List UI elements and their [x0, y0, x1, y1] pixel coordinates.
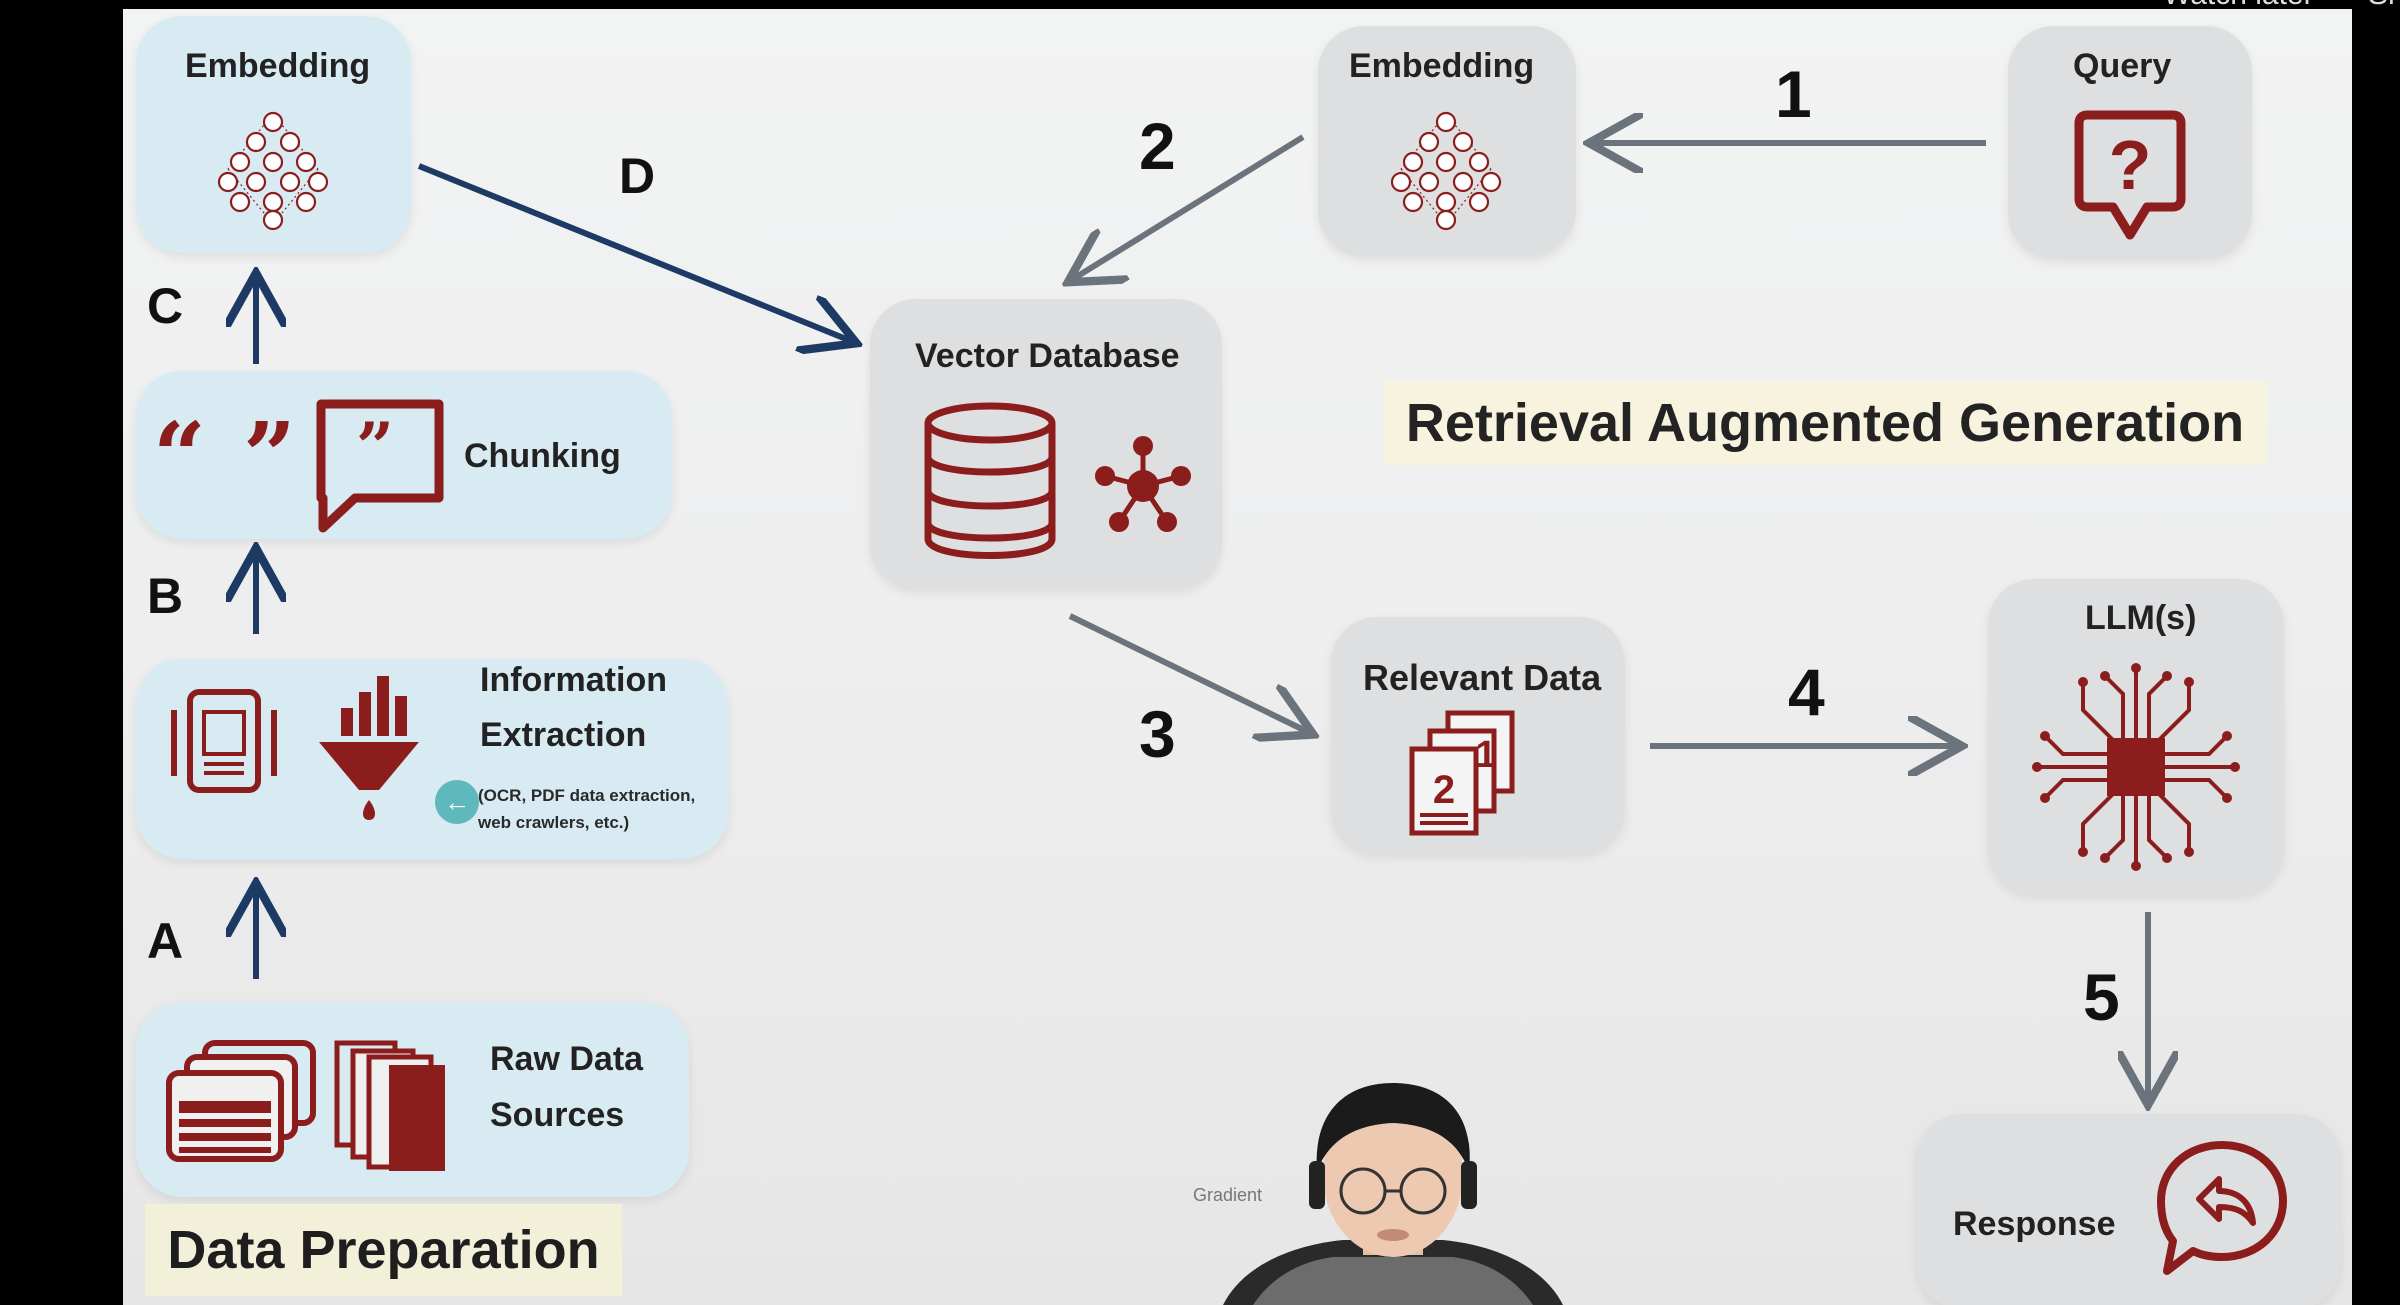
arrows-layer	[123, 9, 2352, 1305]
neural-net-icon-right	[1390, 111, 1502, 231]
share-button[interactable]: Sh	[2368, 0, 2400, 12]
question-bubble-icon: ?	[2074, 110, 2186, 240]
query-label: Query	[2073, 47, 2172, 85]
llms-label: LLM(s)	[2085, 599, 2197, 637]
database-icon	[924, 402, 1056, 559]
quote-bubble-icon: ”	[316, 399, 444, 533]
data-preparation-title: Data Preparation	[145, 1204, 622, 1296]
step-4: 4	[1788, 655, 1825, 729]
back-arrow-cursor-icon[interactable]: ←	[435, 780, 479, 824]
open-quote-icon: “	[153, 402, 206, 510]
step-1: 1	[1775, 57, 1812, 131]
watch-later-button[interactable]: Watch later	[2163, 0, 2314, 12]
arrow-3	[1068, 613, 1308, 732]
info-extraction-note: (OCR, PDF data extraction, web crawlers,…	[478, 782, 695, 836]
embedding-left-label: Embedding	[185, 47, 371, 85]
close-quote-icon: ”	[243, 402, 296, 510]
step-2: 2	[1139, 109, 1176, 183]
chunking-card	[136, 371, 672, 539]
scan-document-icon	[171, 689, 277, 793]
svg-text:”: ”	[356, 408, 394, 486]
response-card	[1916, 1114, 2341, 1305]
step-b: B	[147, 568, 184, 624]
query-card	[2008, 26, 2252, 259]
info-extraction-note-line2: web crawlers, etc.)	[478, 813, 630, 832]
slide: Embedding C “ ” ” Chunking B	[123, 9, 2352, 1305]
share-label: Sh	[2368, 0, 2400, 11]
vector-database-label: Vector Database	[915, 337, 1180, 375]
svg-text:2: 2	[1433, 768, 1455, 812]
vector-cluster-icon	[1095, 436, 1191, 532]
info-extraction-label-line1: Information	[480, 661, 667, 699]
channel-watermark: Gradient	[1193, 1185, 1263, 1205]
arrow-d	[417, 163, 851, 341]
step-c: C	[147, 278, 184, 334]
raw-sources-label-line1: Raw Data	[490, 1040, 644, 1078]
arrow-2	[1073, 134, 1305, 279]
numbered-docs-icon: 1 2	[1409, 710, 1515, 836]
relevant-data-label: Relevant Data	[1363, 657, 1602, 698]
watch-later-label: Watch later	[2163, 0, 2314, 11]
svg-text:1: 1	[1475, 734, 1496, 776]
reply-bubble-icon	[2157, 1141, 2287, 1275]
file-stack-icon	[334, 1040, 445, 1171]
step-a: A	[147, 913, 184, 969]
chunking-label: Chunking	[464, 437, 621, 475]
raw-sources-label-line2: Sources	[490, 1096, 625, 1134]
chip-circuit-icon	[2032, 663, 2240, 871]
svg-text:?: ?	[2109, 126, 2152, 204]
response-label: Response	[1953, 1205, 2116, 1243]
embedding-right-label: Embedding	[1349, 47, 1535, 85]
neural-net-icon	[217, 111, 329, 231]
presenter-webcam	[1223, 1083, 1563, 1305]
step-d: D	[619, 148, 656, 204]
step-5: 5	[2083, 960, 2120, 1034]
rag-title: Retrieval Augmented Generation	[1383, 381, 2267, 465]
newspaper-stack-icon	[166, 1040, 316, 1162]
filter-funnel-icon	[319, 676, 419, 820]
info-extraction-note-line1: (OCR, PDF data extraction,	[478, 786, 696, 805]
step-3: 3	[1139, 697, 1176, 771]
info-extraction-label-line2: Extraction	[480, 716, 647, 754]
